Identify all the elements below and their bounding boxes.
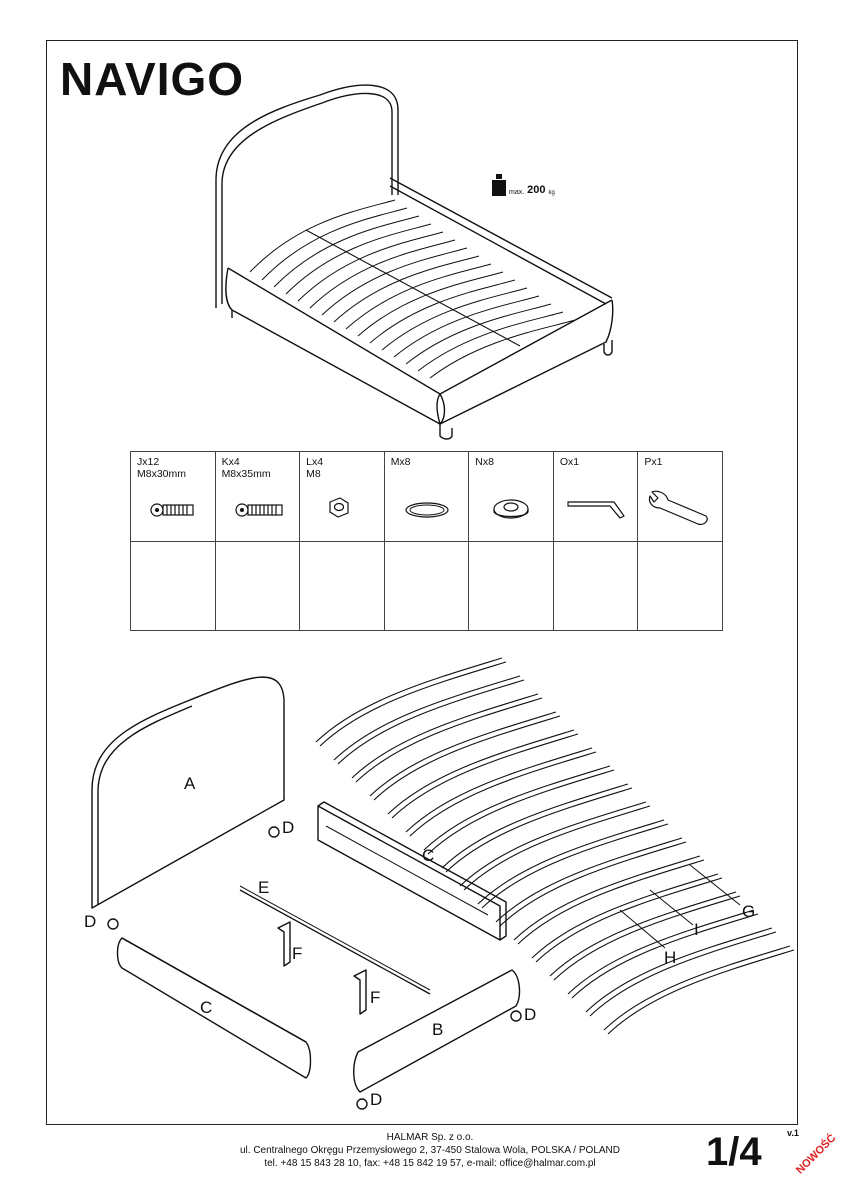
product-title: NAVIGO — [60, 53, 245, 105]
page-number: 1/4 — [706, 1130, 762, 1174]
hardware-size: M8 — [306, 468, 321, 480]
part-label-d: D — [282, 818, 295, 837]
hardware-code: Ox1 — [559, 456, 580, 468]
nut-icon — [329, 497, 349, 518]
hardware-count-cell — [637, 541, 723, 631]
bolt-icon — [150, 503, 194, 517]
hardware-code: Lx4 — [306, 456, 324, 468]
page-frame — [46, 40, 798, 1125]
hardware-cell-p: Px1 — [637, 451, 723, 542]
hardware-count-cell — [299, 541, 385, 631]
hardware-cell-n: Nx8 — [468, 451, 554, 542]
spring-washer-icon — [405, 502, 449, 518]
max-unit: kg — [548, 190, 555, 196]
max-load-label: max. 200 kg — [492, 174, 555, 196]
bolt-icon — [234, 503, 283, 517]
hardware-count-cell — [130, 541, 216, 631]
hardware-count-cell — [383, 541, 470, 631]
hardware-count-cell — [214, 541, 301, 631]
hardware-code: Mx8 — [390, 456, 411, 468]
part-label-d: D — [84, 912, 97, 931]
part-label-i: I — [694, 920, 699, 939]
part-label-h: H — [664, 948, 677, 967]
hardware-size: M8x30mm — [137, 468, 187, 480]
hardware-count-cell — [552, 541, 639, 631]
allen-key-icon — [567, 501, 625, 519]
max-value: 200 — [527, 184, 546, 196]
hardware-code: Jx12 — [137, 456, 160, 468]
hardware-code: Nx8 — [475, 456, 494, 468]
flat-washer-icon — [493, 499, 529, 519]
hardware-size: M8x35mm — [221, 468, 271, 480]
footer: HALMAR Sp. z o.o. ul. Centralnego Okręgu… — [160, 1131, 700, 1170]
part-label-a: A — [184, 774, 196, 793]
hardware-cell-o: Ox1 — [552, 451, 639, 542]
part-label-g: G — [742, 902, 756, 921]
footer-company: HALMAR Sp. z o.o. — [386, 1132, 474, 1143]
new-stamp: NOWOŚĆ — [794, 1132, 839, 1177]
hardware-count-cell — [468, 541, 554, 631]
footer-contact: tel. +48 15 843 28 10, fax: +48 15 842 1… — [264, 1158, 596, 1169]
hardware-code: Px1 — [644, 456, 663, 468]
part-label-d: D — [370, 1090, 383, 1109]
hardware-cell-m: Mx8 — [383, 451, 470, 542]
max-prefix: max. — [509, 189, 525, 196]
part-label-f: F — [370, 988, 381, 1007]
hardware-code: Kx4 — [221, 456, 240, 468]
part-label-e: E — [258, 878, 270, 897]
weight-icon — [492, 174, 506, 196]
version-label: v.1 — [787, 1128, 799, 1138]
footer-address: ul. Centralnego Okręgu Przemysłowego 2, … — [239, 1145, 620, 1156]
part-label-f: F — [292, 944, 303, 963]
part-label-d: D — [524, 1005, 537, 1024]
part-label-c: C — [200, 998, 213, 1017]
part-label-c: C — [422, 846, 435, 865]
part-label-b: B — [432, 1020, 444, 1039]
wrench-icon — [649, 490, 709, 525]
